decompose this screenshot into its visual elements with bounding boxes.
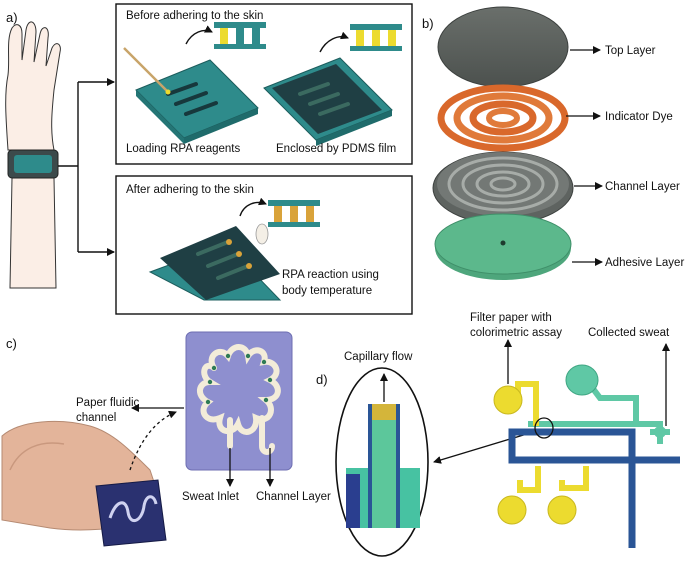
chip-loading (123, 47, 259, 144)
layer-label-adhesive: Adhesive Layer (605, 257, 684, 269)
wrist-patch (95, 479, 167, 547)
paper-fluidic-line1: Paper fluidic (76, 397, 140, 409)
channel-layer-label: Channel Layer (256, 491, 331, 503)
before-title: Before adhering to the skin (126, 10, 263, 22)
indicator-dye-spiral (437, 84, 569, 152)
panel-label-c: c) (6, 336, 17, 351)
capillary-flow-label: Capillary flow (344, 351, 413, 363)
chip-enclosed (263, 57, 393, 146)
curved-arrow-1 (185, 25, 213, 45)
collected-sweat-label: Collected sweat (588, 327, 670, 339)
sweat-inlet-label: Sweat Inlet (182, 491, 240, 503)
assay-dot-3 (547, 495, 577, 525)
channel-layer-disk (432, 151, 574, 225)
dashed-arrow (129, 410, 177, 471)
adhesive-layer-disk (434, 213, 572, 280)
paper-fluidic-line2: channel (76, 412, 116, 424)
layer-label-indicator: Indicator Dye (605, 111, 673, 123)
assay-dot-1 (493, 385, 523, 415)
wrist-photo (1, 420, 167, 547)
loading-label: Loading RPA reagents (126, 143, 240, 155)
curved-arrow-3 (239, 197, 267, 217)
channel-inset-2 (350, 24, 402, 51)
sweat-reservoir (565, 364, 599, 396)
panel-label-a: a) (6, 10, 18, 25)
panel-label-b: b) (422, 16, 434, 31)
panel-label-d: d) (316, 372, 328, 387)
rpa-label-line2: body temperature (282, 285, 372, 297)
arm-illustration (5, 21, 61, 289)
after-title: After adhering to the skin (126, 184, 254, 196)
zoom-region-marker (534, 417, 554, 439)
enclosed-label: Enclosed by PDMS film (276, 143, 396, 155)
chip-adhered (148, 223, 282, 301)
assay-dot-2 (497, 495, 527, 525)
channel-inset-3 (268, 200, 320, 227)
rpa-label-line1: RPA reaction using (282, 269, 379, 281)
filter-paper-line1: Filter paper with (470, 312, 552, 324)
paper-fluidic-patch (185, 331, 293, 471)
layer-label-channel: Channel Layer (605, 181, 680, 193)
filter-paper-line2: colorimetric assay (470, 327, 562, 339)
microfluidic-device (493, 364, 680, 548)
top-layer-disk (437, 6, 569, 88)
layer-label-top: Top Layer (605, 45, 656, 57)
channel-inset-1 (214, 22, 266, 49)
capillary-zoom-circle (335, 367, 429, 557)
pipette-tip (123, 47, 169, 93)
panel-a-connectors (58, 78, 115, 256)
layer-arrows (566, 46, 603, 266)
curved-arrow-2 (319, 31, 349, 53)
